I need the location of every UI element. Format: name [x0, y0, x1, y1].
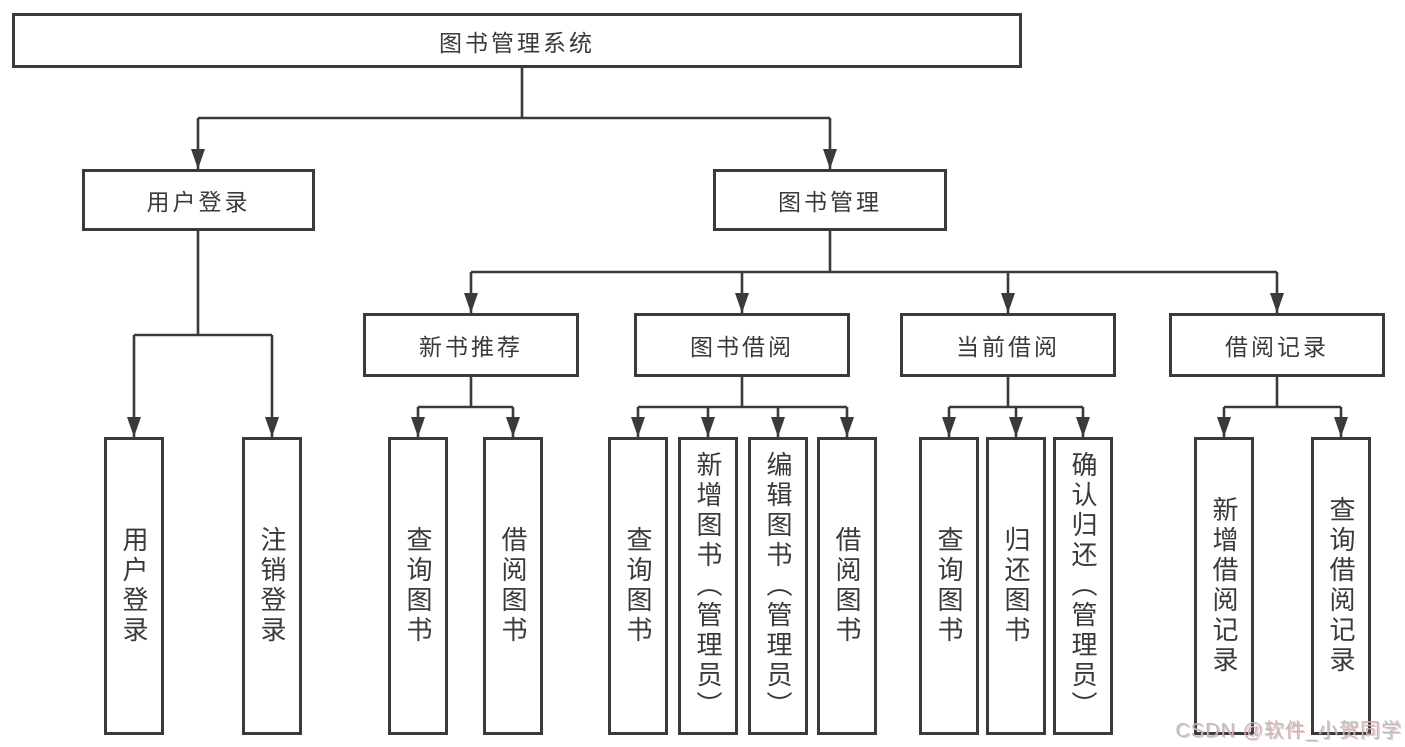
node-label: 查询借阅记录: [1326, 496, 1356, 676]
node-label: 查询图书: [403, 526, 433, 646]
node-query-books-recommend: 查询图书: [388, 437, 448, 735]
node-label: 新增借阅记录: [1209, 496, 1239, 676]
node-borrow-books-recommend: 借阅图书: [483, 437, 543, 735]
node-borrowing-records: 借阅记录: [1169, 313, 1385, 377]
node-edit-books-admin: 编辑图书（管理员）: [748, 437, 808, 735]
node-current-borrowing: 当前借阅: [900, 313, 1116, 377]
node-label: 借阅记录: [1225, 334, 1329, 360]
node-query-borrow-record: 查询借阅记录: [1311, 437, 1371, 735]
node-label: 编辑图书（管理员）: [763, 451, 793, 721]
node-label: 注销登录: [257, 526, 287, 646]
node-new-book-recommendation: 新书推荐: [363, 313, 579, 377]
node-label: 图书管理: [778, 189, 882, 215]
node-user-login-action: 用户登录: [104, 437, 164, 735]
node-book-management: 图书管理: [713, 169, 947, 231]
node-label: 新增图书（管理员）: [693, 451, 723, 721]
node-book-borrowing: 图书借阅: [634, 313, 850, 377]
node-label: 查询图书: [623, 526, 653, 646]
node-label: 用户登录: [119, 526, 149, 646]
node-library-management-system: 图书管理系统: [12, 13, 1022, 68]
node-query-books-current: 查询图书: [919, 437, 979, 735]
node-label: 归还图书: [1001, 526, 1031, 646]
node-label: 新书推荐: [419, 334, 523, 360]
node-add-borrow-record: 新增借阅记录: [1194, 437, 1254, 735]
node-label: 当前借阅: [956, 334, 1060, 360]
node-logout: 注销登录: [242, 437, 302, 735]
node-label: 确认归还（管理员）: [1068, 451, 1098, 721]
node-borrow-books: 借阅图书: [817, 437, 877, 735]
node-query-books-borrow: 查询图书: [608, 437, 668, 735]
node-user-login: 用户登录: [82, 169, 315, 231]
node-label: 借阅图书: [832, 526, 862, 646]
node-label: 图书管理系统: [439, 29, 595, 56]
node-label: 查询图书: [934, 526, 964, 646]
node-return-books: 归还图书: [986, 437, 1046, 735]
node-label: 用户登录: [146, 189, 251, 215]
node-confirm-return-admin: 确认归还（管理员）: [1053, 437, 1113, 735]
node-add-books-admin: 新增图书（管理员）: [678, 437, 738, 735]
node-label: 借阅图书: [498, 526, 528, 646]
node-label: 图书借阅: [690, 334, 794, 360]
